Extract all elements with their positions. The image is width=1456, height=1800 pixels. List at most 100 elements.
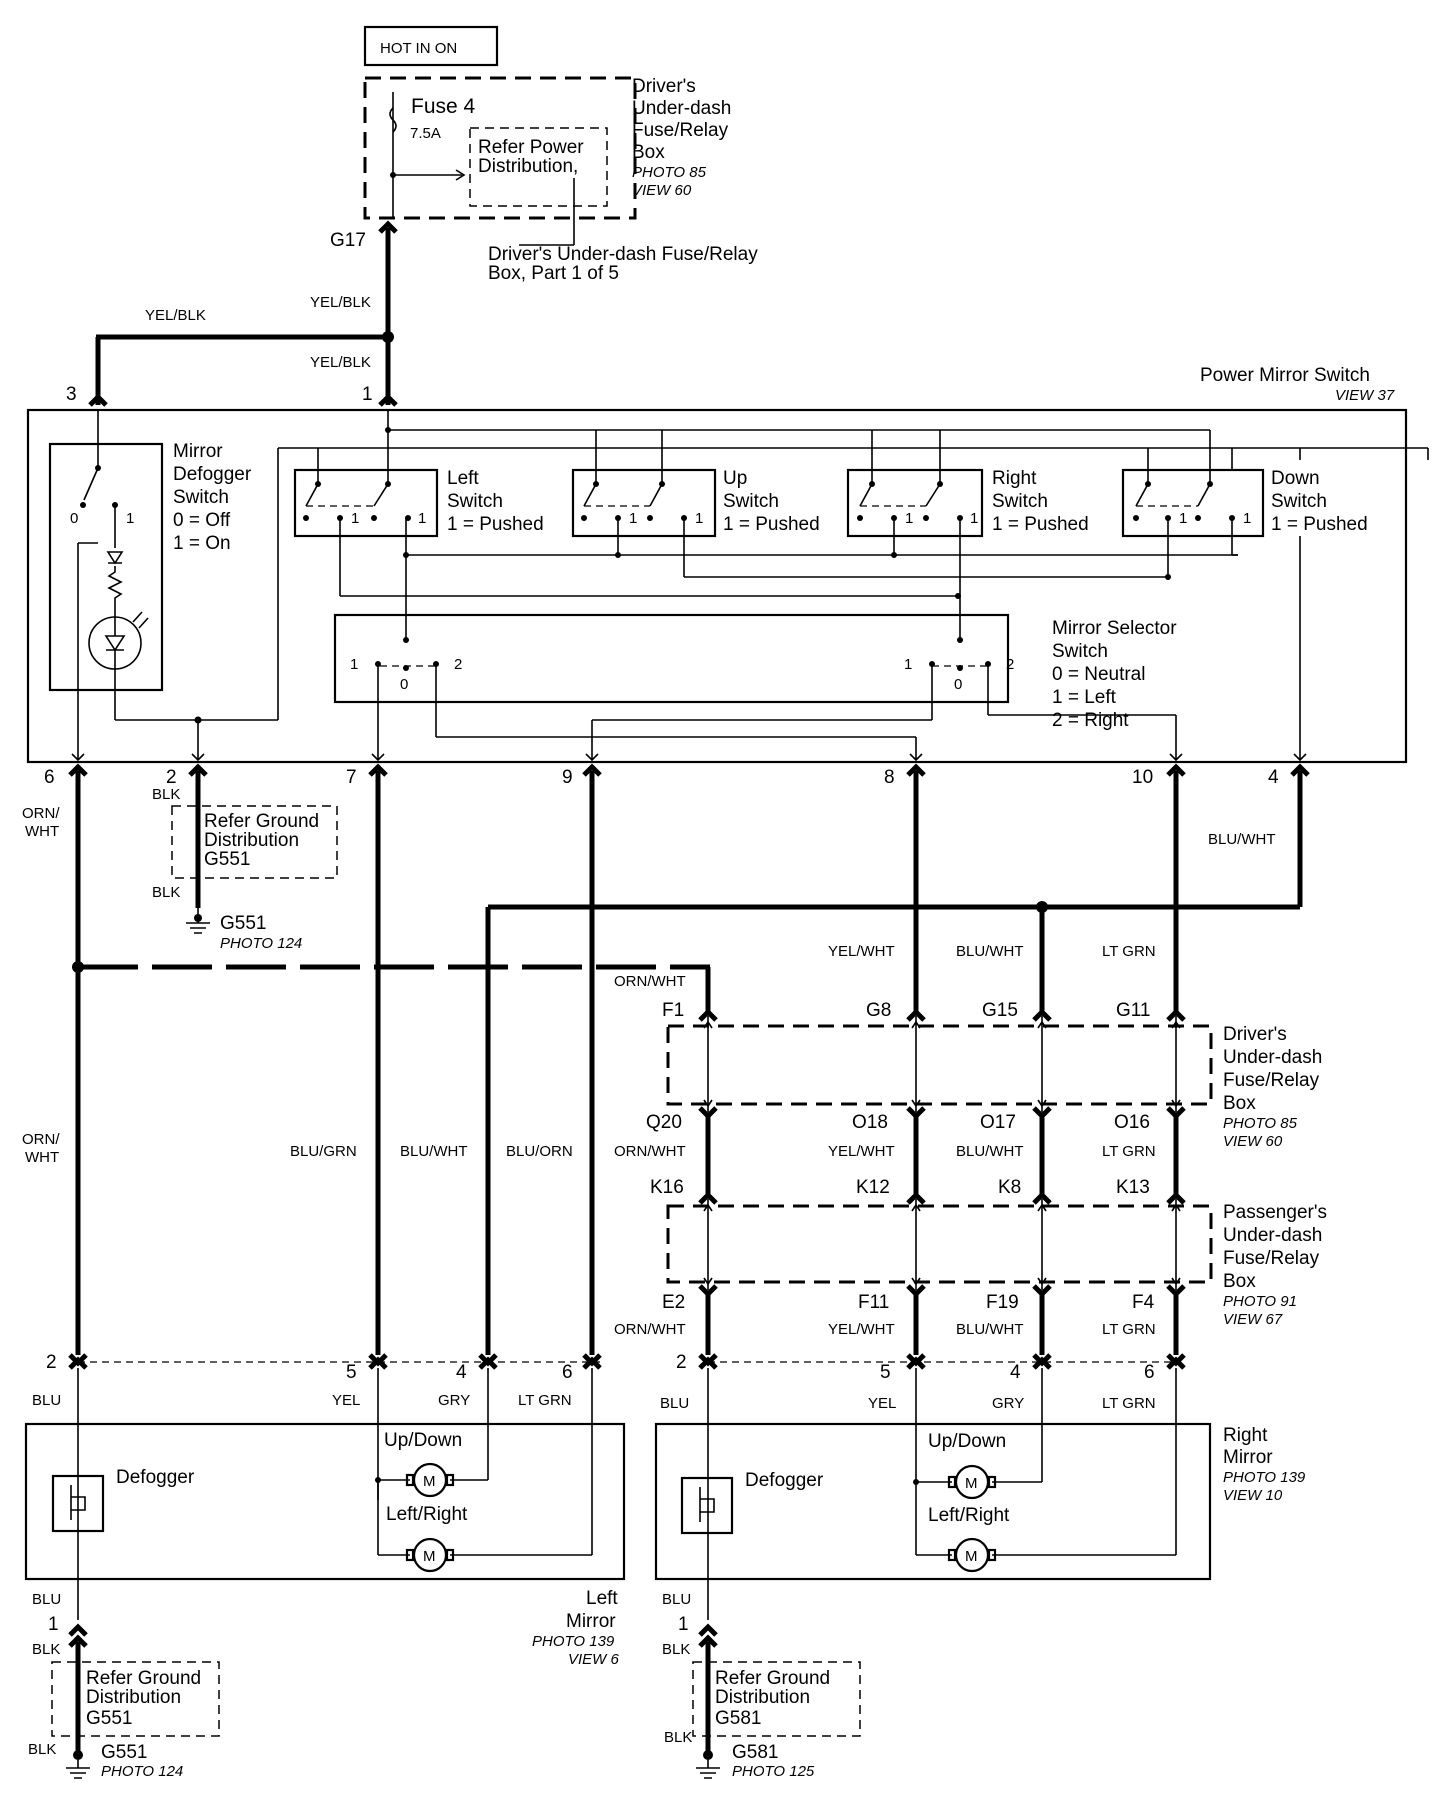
svg-text:M: M — [423, 1473, 436, 1490]
left-updown-label: Up/Down — [384, 1430, 462, 1451]
left-switch-label-1: Left — [447, 468, 479, 489]
up-switch-label-2: Switch — [723, 491, 779, 512]
top-box-title-1: Driver's — [632, 76, 696, 97]
lm-ground-photo: PHOTO 124 — [101, 1763, 183, 1780]
down-switch-label-1: Down — [1271, 468, 1320, 489]
mirror-selector-box — [333, 613, 1010, 704]
lm-refer-2: Distribution — [86, 1687, 181, 1708]
passenger-underdash-box — [666, 1204, 1213, 1284]
rm-pin-2: 2 — [676, 1352, 687, 1373]
right-defogger-element — [680, 1476, 734, 1535]
term-f11: F11 — [858, 1292, 889, 1313]
rm-ground-blu: BLU — [662, 1591, 691, 1608]
rm-refer-3: G581 — [715, 1708, 761, 1729]
right-mirror-title-2: Mirror — [1223, 1447, 1273, 1468]
power-mirror-switch-box — [26, 408, 1408, 764]
driver-underdash-box — [666, 1024, 1213, 1106]
right-switch-label-2: Switch — [992, 491, 1048, 512]
wc-ornwht-a1: ORN/ — [22, 805, 60, 822]
term-k16: K16 — [650, 1177, 684, 1198]
wire-pin2-ground — [186, 763, 210, 934]
rm-ground-name: G581 — [732, 1742, 778, 1763]
rm-pin-6: 6 — [1144, 1362, 1155, 1383]
right-leftright-motor-icon: M — [947, 1537, 997, 1573]
right-mirror-view: VIEW 10 — [1223, 1487, 1283, 1504]
left-mirror-title-2: Mirror — [566, 1611, 616, 1632]
selector-label-1: Mirror Selector — [1052, 618, 1177, 639]
term-k13: K13 — [1116, 1177, 1150, 1198]
lm-pin-2: 2 — [46, 1352, 57, 1373]
refer-ground-top-2: Distribution — [204, 830, 299, 851]
right-mirror-box — [654, 1422, 1212, 1581]
right-mirror-photo: PHOTO 139 — [1223, 1469, 1306, 1486]
g551-blk-upper: BLK — [152, 786, 180, 803]
lm-ground-blk-upper: BLK — [32, 1641, 60, 1658]
wc-ornwht-1: ORN/WHT — [614, 973, 686, 990]
pin-4: 4 — [1268, 767, 1279, 788]
up-switch-label-3: 1 = Pushed — [723, 514, 820, 535]
wc-ornwht-b2: WHT — [25, 1149, 59, 1166]
left-defogger-label: Defogger — [116, 1467, 195, 1488]
top-box-photo: PHOTO 85 — [632, 164, 707, 181]
right-mirror-title-1: Right — [1223, 1425, 1268, 1446]
left-switch-label-3: 1 = Pushed — [447, 514, 544, 535]
svg-text:M: M — [965, 1475, 978, 1492]
wire-pin6 — [68, 763, 711, 1355]
right-mirror-wiring — [707, 1368, 1177, 1620]
lm-pin-4: 4 — [456, 1362, 467, 1383]
svg-text:M: M — [965, 1548, 978, 1565]
pin-10: 10 — [1132, 767, 1153, 788]
left-mirror-photo: PHOTO 139 — [532, 1633, 615, 1650]
left-switch-box — [293, 468, 439, 538]
down-switch-pos1a: 1 — [1179, 510, 1187, 527]
pass-box-title-3: Fuse/Relay — [1223, 1248, 1320, 1269]
lm-pin-6: 6 — [562, 1362, 573, 1383]
right-switch-label-1: Right — [992, 468, 1037, 489]
diode-icon — [106, 551, 124, 565]
hot-in-on-box — [363, 25, 499, 67]
rm-wc-gry: GRY — [992, 1395, 1024, 1412]
driver-box-photo: PHOTO 85 — [1223, 1115, 1298, 1132]
lm-ground-name: G551 — [101, 1742, 147, 1763]
left-ground-icon — [66, 1760, 90, 1779]
rm-wc-ltgrn: LT GRN — [1102, 1395, 1156, 1412]
lm-refer-1: Refer Ground — [86, 1668, 201, 1689]
left-leftright-motor-icon: M — [405, 1537, 455, 1573]
up-switch-label-1: Up — [723, 468, 747, 489]
refer-ground-top-1: Refer Ground — [204, 811, 319, 832]
right-switch-pos1a: 1 — [905, 510, 913, 527]
ground-icon — [186, 922, 210, 934]
lm-pin-5: 5 — [346, 1362, 357, 1383]
wc-bluwht-2: BLU/WHT — [400, 1143, 468, 1160]
wc-ltgrn-2: LT GRN — [1102, 1143, 1156, 1160]
right-switch-pos1b: 1 — [970, 510, 978, 527]
wc-ltgrn-3: LT GRN — [1102, 1321, 1156, 1338]
passenger-box-wires — [698, 1191, 1186, 1298]
left-updown-motor-icon: M — [405, 1462, 455, 1498]
wire-pin7 — [368, 763, 388, 1355]
driver-box-title-3: Fuse/Relay — [1223, 1070, 1320, 1091]
defogger-switch-pos1: 1 — [126, 510, 134, 527]
right-ground-icon — [696, 1760, 720, 1779]
top-box-title-3: Fuse/Relay — [632, 120, 729, 141]
driver-to-passenger-wires — [705, 1116, 1179, 1195]
term-e2: E2 — [662, 1292, 685, 1313]
sel-l-pos1: 1 — [350, 656, 358, 673]
term-k12: K12 — [856, 1177, 890, 1198]
pin-6: 6 — [44, 767, 55, 788]
pin-3: 3 — [66, 384, 77, 405]
left-leftright-label: Left/Right — [386, 1504, 468, 1525]
defogger-switch-label-5: 1 = On — [173, 533, 231, 554]
left-refer-ground-box — [51, 1661, 220, 1737]
term-o18: O18 — [852, 1112, 888, 1133]
fuse-rating: 7.5A — [410, 125, 441, 142]
selector-label-5: 2 = Right — [1052, 710, 1129, 731]
driver-box-title-4: Box — [1223, 1093, 1256, 1114]
up-switch-box — [571, 468, 717, 538]
defogger-switch-label-2: Defogger — [173, 464, 252, 485]
fuse-label: Fuse 4 — [411, 95, 476, 118]
left-switch-label-2: Switch — [447, 491, 503, 512]
wire-pin8 — [906, 763, 926, 1012]
down-switch-label-2: Switch — [1271, 491, 1327, 512]
rm-ground-blk-lower: BLK — [664, 1729, 692, 1746]
